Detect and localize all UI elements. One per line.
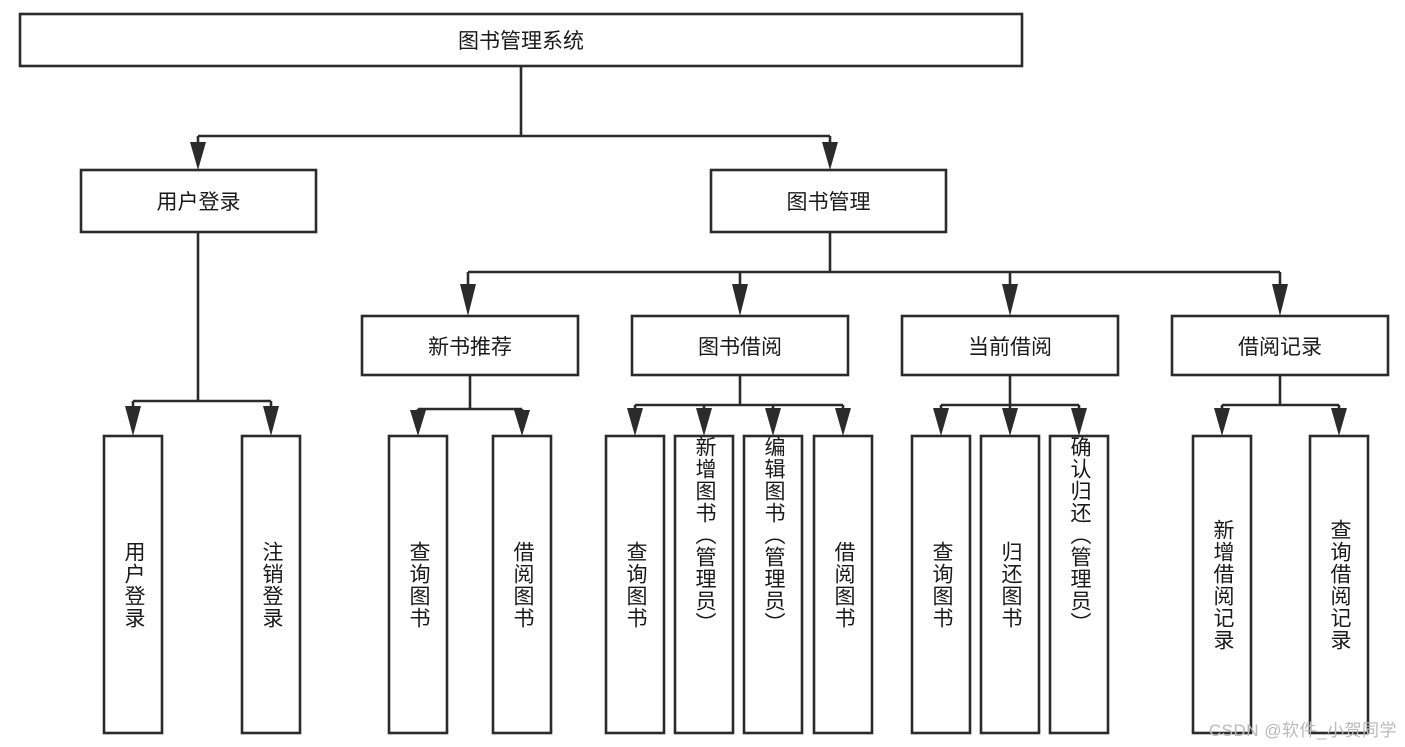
arrow-head-level3-3	[1002, 284, 1018, 316]
arrow-head-userlogin	[190, 142, 206, 170]
node-leaf-record-query[interactable]	[1308, 434, 1370, 735]
node-leaf-borrow-edit[interactable]	[742, 434, 804, 735]
node-current-borrow[interactable]	[900, 314, 1120, 377]
node-book-borrow[interactable]	[630, 314, 850, 377]
arrow-head-leaf-current-2	[1002, 408, 1018, 436]
node-book-management[interactable]	[709, 168, 948, 234]
arrow-head-leaf-current-1	[933, 408, 949, 436]
node-leaf-user-login-login[interactable]	[102, 434, 164, 735]
node-leaf-borrow-query[interactable]	[604, 434, 666, 735]
node-leaf-current-return[interactable]	[979, 434, 1041, 735]
arrow-head-bookmgmt	[822, 142, 838, 170]
arrow-head-leaf-borrow-2	[696, 408, 712, 436]
arrow-head-leaf-current-3	[1071, 408, 1087, 436]
node-layer	[18, 12, 1390, 735]
node-borrow-record[interactable]	[1170, 314, 1390, 377]
node-leaf-newbook-borrow[interactable]	[491, 434, 553, 735]
arrow-head-leaf-user-login-2	[263, 406, 279, 436]
arrow-head-leaf-newbook-1	[410, 410, 426, 436]
arrow-head-leaf-borrow-1	[627, 408, 643, 436]
node-user-login[interactable]	[79, 168, 318, 234]
node-leaf-borrow-add[interactable]	[673, 434, 735, 735]
node-leaf-user-login-logout[interactable]	[240, 434, 302, 735]
connector-layer	[125, 66, 1347, 436]
arrow-head-leaf-record-2	[1331, 408, 1347, 436]
arrow-head-leaf-newbook-2	[514, 410, 530, 436]
node-leaf-current-query[interactable]	[910, 434, 972, 735]
arrow-head-leaf-user-login-1	[125, 406, 141, 436]
watermark: CSDN @软件_小贺同学	[1208, 721, 1397, 740]
arrow-head-level3-2	[732, 284, 748, 316]
node-leaf-record-add[interactable]	[1191, 434, 1253, 735]
node-leaf-borrow-lend[interactable]	[812, 434, 874, 735]
arrow-head-level3-1	[460, 284, 476, 316]
node-leaf-current-confirm[interactable]	[1048, 434, 1110, 735]
node-root[interactable]	[18, 12, 1024, 68]
node-leaf-newbook-query[interactable]	[387, 434, 449, 735]
node-new-book-recommend[interactable]	[360, 314, 580, 377]
arrow-head-leaf-borrow-4	[835, 408, 851, 436]
arrow-head-level3-4	[1272, 284, 1288, 316]
arrow-head-leaf-record-1	[1214, 408, 1230, 436]
arrow-head-leaf-borrow-3	[765, 408, 781, 436]
